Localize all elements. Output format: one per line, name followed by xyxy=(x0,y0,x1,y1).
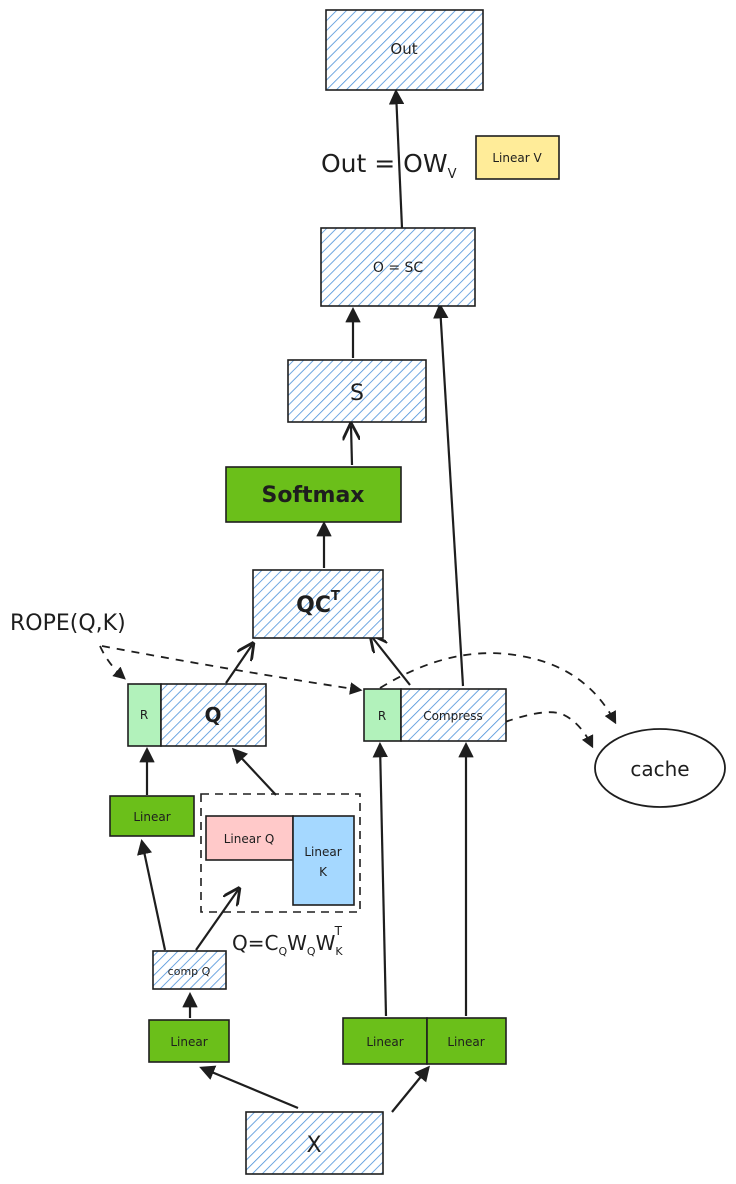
node-compress: Compress xyxy=(400,688,507,742)
linear-k-label-2: K xyxy=(319,865,328,879)
edge-rope-to-r-right xyxy=(101,645,363,695)
node-x: X xyxy=(245,1111,384,1175)
r-right-label: R xyxy=(378,709,386,723)
edge-compq-to-linear-upper xyxy=(137,838,167,951)
out-label: Out xyxy=(390,40,417,58)
edge-r-to-cache xyxy=(379,652,617,725)
node-r-right: R xyxy=(363,688,402,742)
linear-left-lower-label: Linear xyxy=(170,1035,207,1049)
edge-x-to-linear-left xyxy=(199,1065,299,1110)
node-linear-left-lower: Linear xyxy=(148,1019,230,1063)
linear-right-2-label: Linear xyxy=(447,1035,484,1049)
qct-label: QCT xyxy=(296,589,340,618)
linear-k-label-1: Linear xyxy=(304,845,341,859)
edge-compress-to-o xyxy=(433,302,465,687)
cache-label: cache xyxy=(630,757,689,781)
linear-q-label: Linear Q xyxy=(224,832,275,846)
out-eq-text: Out = OWV xyxy=(321,149,457,182)
node-comp-q: comp Q xyxy=(152,950,227,990)
node-linear-v: Linear V xyxy=(475,135,560,180)
edge-compress-to-qct xyxy=(372,637,411,686)
linear-right-1-label: Linear xyxy=(366,1035,403,1049)
q-formula-text: Q=CQWQWKT xyxy=(232,924,343,958)
linear-left-upper-label: Linear xyxy=(133,810,170,824)
linear-qk-group: Linear Q Linear K xyxy=(200,793,361,913)
node-linear-left-upper: Linear xyxy=(109,795,195,837)
r-left-label: R xyxy=(140,708,148,722)
node-linear-right-pair: Linear Linear xyxy=(342,1017,507,1065)
node-softmax: Softmax xyxy=(225,466,402,523)
edge-compq-to-group xyxy=(195,890,238,951)
node-qct: QCT xyxy=(252,569,384,639)
node-q: Q xyxy=(160,683,267,747)
edge-x-to-linear-right xyxy=(391,1065,430,1113)
node-r-left: R xyxy=(127,683,162,747)
edge-group-to-q xyxy=(231,747,277,796)
softmax-label: Softmax xyxy=(261,483,364,508)
edge-linear-to-r-right xyxy=(372,741,388,1017)
compress-label: Compress xyxy=(423,709,483,723)
q-label: Q xyxy=(204,703,221,727)
comp-q-label: comp Q xyxy=(168,965,211,978)
linear-v-label: Linear V xyxy=(492,151,542,165)
out-equation: Out = OWV xyxy=(321,149,457,182)
edge-softmax-to-s xyxy=(351,426,352,466)
node-out: Out xyxy=(325,9,484,91)
x-label: X xyxy=(306,1133,321,1158)
o-sc-label: O = SC xyxy=(373,260,424,276)
rope-label: ROPE(Q,K) xyxy=(10,611,126,636)
edge-o-to-out xyxy=(388,88,405,229)
node-o-sc: O = SC xyxy=(320,227,476,307)
edge-rope-to-r-left xyxy=(99,645,126,680)
q-formula: Q=CQWQWKT xyxy=(232,924,343,958)
s-label: S xyxy=(350,381,364,406)
edge-compress-to-cache xyxy=(504,711,594,749)
node-s: S xyxy=(287,359,427,423)
edges xyxy=(99,88,617,1113)
edge-q-to-qct xyxy=(225,645,252,684)
node-cache: cache xyxy=(594,728,726,808)
